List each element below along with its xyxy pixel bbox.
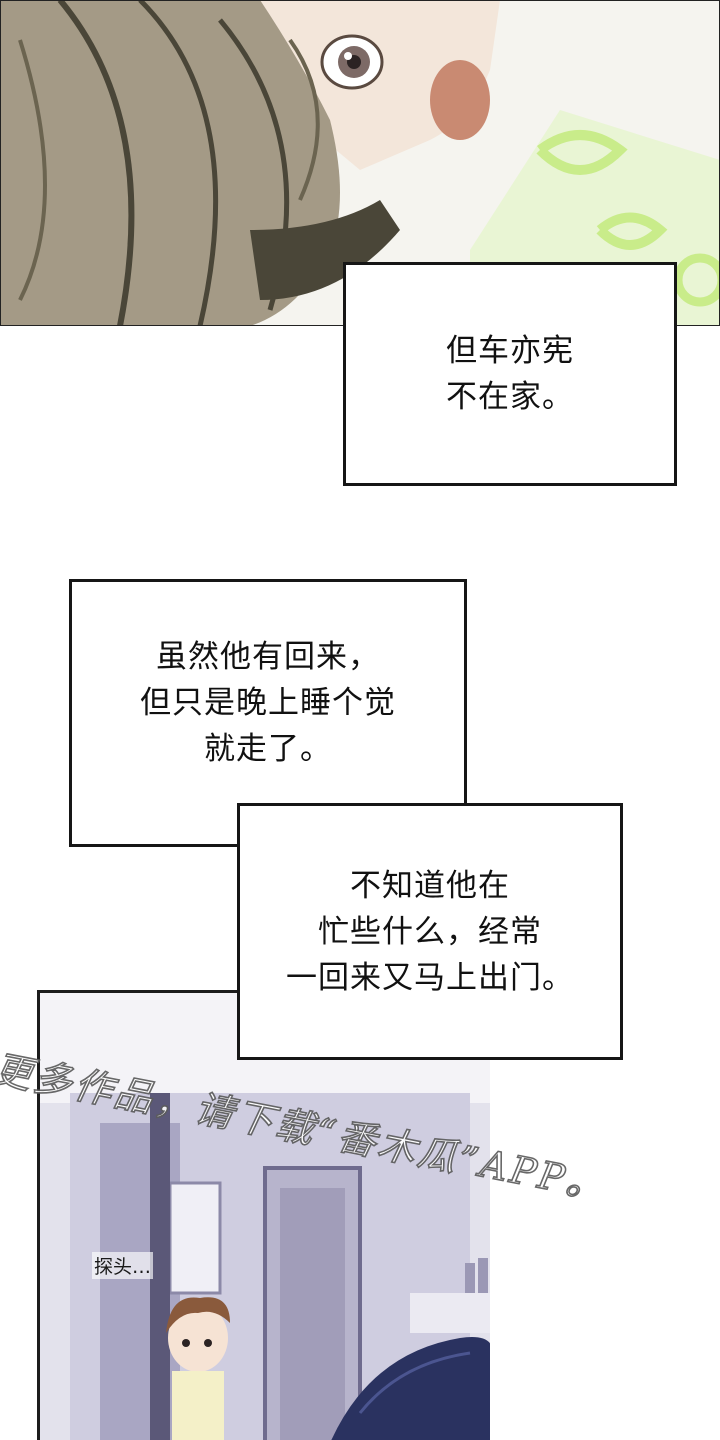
sfx-label: 探头… (92, 1252, 154, 1279)
caption-box-bottom: 不知道他在 忙些什么，经常 一回来又马上出门。 (237, 803, 623, 1060)
caption-box-middle: 虽然他有回来， 但只是晚上睡个觉 就走了。 (69, 579, 467, 847)
caption-line: 就走了。 (204, 731, 332, 767)
room-scene-illustration (40, 993, 490, 1440)
caption-line: 不在家。 (446, 379, 574, 415)
caption-line: 但只是晚上睡个觉 (140, 685, 396, 721)
caption-box-top: 但车亦宪 不在家。 (343, 262, 677, 486)
caption-line: 虽然他有回来， (156, 639, 380, 675)
caption-line: 忙些什么，经常 (318, 913, 542, 950)
caption-line: 但车亦宪 (446, 333, 574, 369)
face-closeup-illustration (0, 0, 720, 326)
top-manga-panel (0, 0, 720, 326)
caption-line: 不知道他在 (350, 867, 510, 904)
caption-line: 一回来又马上出门。 (286, 959, 574, 996)
